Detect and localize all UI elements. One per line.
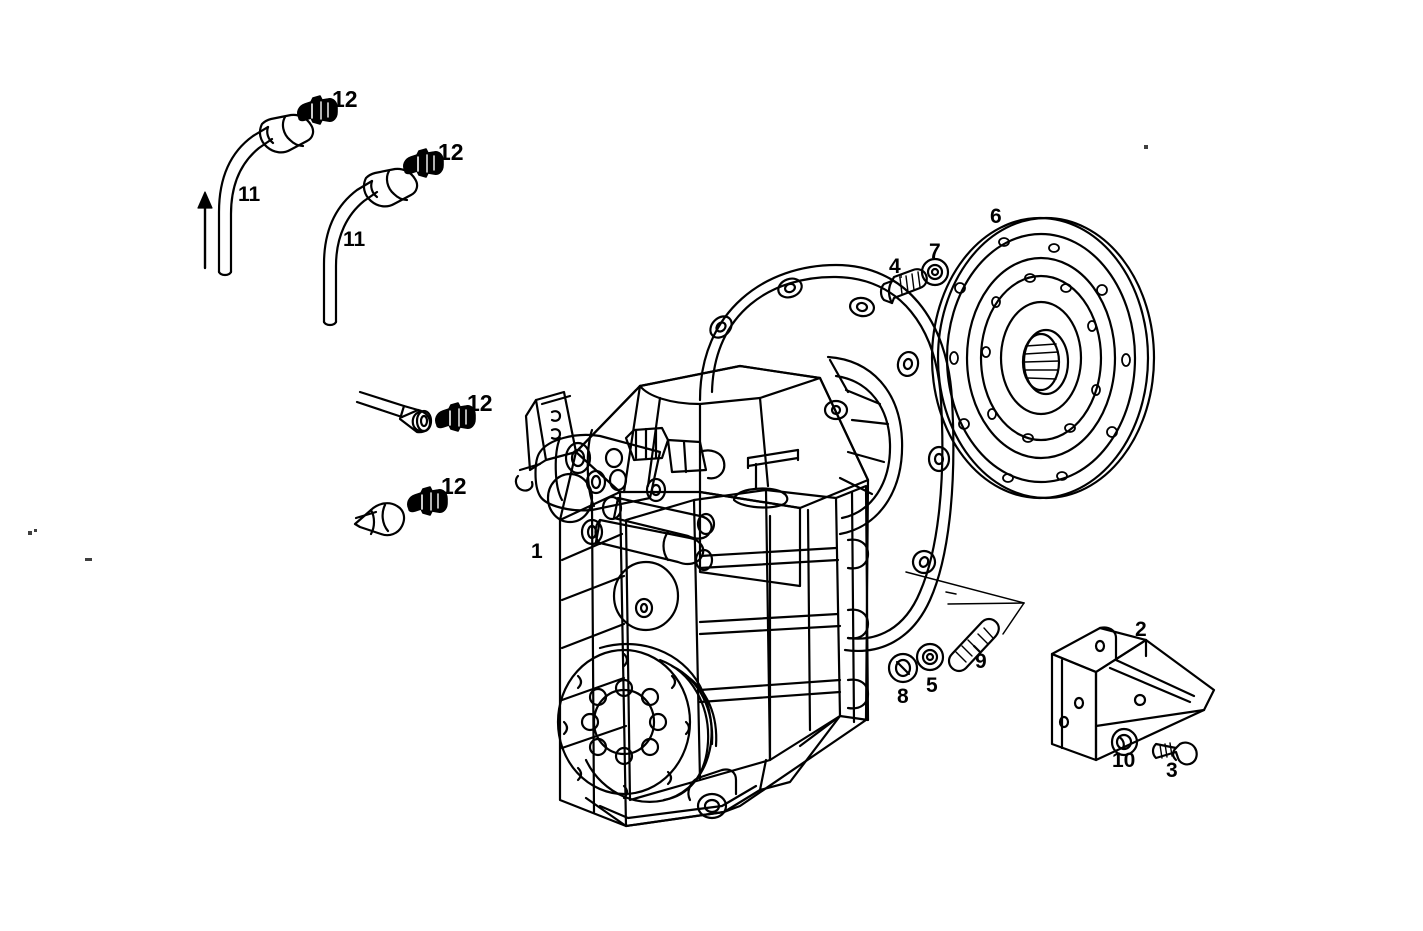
callout-10: 10 bbox=[1112, 749, 1136, 772]
hose-fitting-assembly-3 bbox=[355, 390, 433, 434]
callout-12-a: 12 bbox=[332, 86, 358, 112]
callout-9: 9 bbox=[975, 650, 987, 673]
callout-11-upper: 11 bbox=[238, 183, 261, 206]
bell-housing-flange bbox=[698, 263, 955, 652]
oil-cooler-hose-lower bbox=[322, 167, 419, 327]
callout-12-d: 12 bbox=[441, 473, 467, 499]
callout-6: 6 bbox=[990, 205, 1002, 228]
callout-2: 2 bbox=[1135, 618, 1147, 641]
callout-7: 7 bbox=[929, 240, 941, 263]
callout-4: 4 bbox=[889, 255, 901, 278]
coupling-bolt-heads bbox=[580, 678, 668, 766]
hub-splines bbox=[1024, 343, 1060, 380]
hex-head-bolt-bracket bbox=[1151, 741, 1198, 766]
damper-plate-inner-holes bbox=[981, 273, 1101, 443]
washer-small bbox=[915, 642, 945, 672]
hose-fitting-connector-2 bbox=[403, 148, 444, 178]
mounting-bracket bbox=[1050, 626, 1216, 762]
assembly-leader-lines bbox=[905, 571, 1025, 635]
output-coupling-flange bbox=[556, 642, 718, 803]
callout-11-lower: 11 bbox=[343, 228, 366, 251]
callout-8: 8 bbox=[897, 685, 909, 708]
washer-damper bbox=[920, 257, 950, 287]
hose-arrow-indicator bbox=[197, 191, 213, 270]
damper-plate-bolt-holes bbox=[949, 237, 1131, 483]
callout-3: 3 bbox=[1166, 759, 1178, 782]
oil-cooler-hose-upper bbox=[217, 113, 315, 277]
lock-washer bbox=[887, 652, 919, 684]
hose-fitting-assembly-4 bbox=[353, 502, 406, 537]
hose-fitting-connector-3 bbox=[435, 402, 476, 432]
callout-5: 5 bbox=[926, 674, 938, 697]
scan-specks bbox=[28, 145, 1148, 561]
callout-1: 1 bbox=[531, 540, 543, 563]
flexible-drive-damper-plate bbox=[930, 216, 1156, 500]
stud-bolt-damper bbox=[879, 268, 928, 305]
washer-bracket bbox=[1110, 727, 1139, 757]
callout-12-b: 12 bbox=[438, 139, 464, 165]
transmission-gearbox-housing bbox=[514, 364, 870, 828]
gearbox-sump-foot bbox=[584, 714, 842, 828]
callout-12-c: 12 bbox=[467, 390, 493, 416]
threaded-stud bbox=[947, 617, 1000, 673]
flange-bolt-bosses bbox=[709, 277, 951, 575]
hydraulic-control-block bbox=[534, 426, 726, 632]
hose-fitting-connector-4 bbox=[407, 486, 448, 516]
hose-fitting-connector-1 bbox=[297, 95, 338, 125]
